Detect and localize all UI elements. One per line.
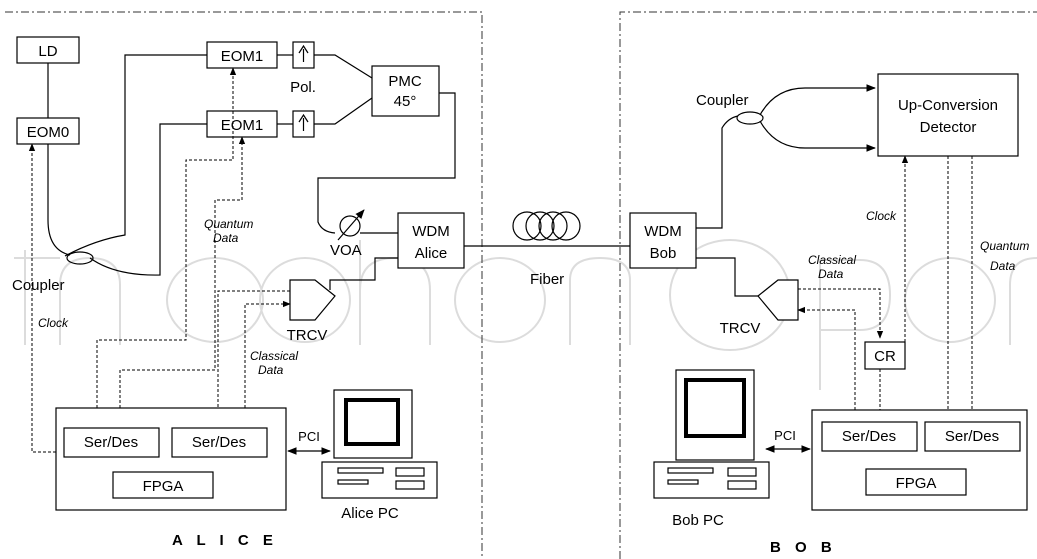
detector-line2: Detector [920,119,977,136]
bob-serdes-left-box [821,421,918,452]
wdm-bob-line2: Bob [650,245,677,262]
pmc-label: PMC [388,73,422,90]
trcv-to-serdes [214,290,290,429]
eom0-label: EOM0 [27,124,70,141]
coupler-icon [66,251,94,265]
alice-trcv-label: TRCV [287,327,328,344]
bob-serdes-left-label: Ser/Des [842,428,896,445]
bob-classical-data-1: Classical [808,253,856,267]
wdm-to-trcv-alice [329,257,398,290]
eom1-top-label: EOM1 [221,48,264,65]
ld-box [16,36,80,64]
computer-icon [321,389,438,499]
voa-arrow [337,209,365,241]
pmc-angle: 45° [394,93,417,110]
coupler-to-eom1-bottom [89,123,207,276]
bob-pc-label: Bob PC [672,512,724,529]
alice-coupler-label: Coupler [12,277,65,294]
cr-label: CR [874,348,896,365]
bob-trcv-to-cr [798,288,884,339]
cr-box [864,341,906,370]
pmc-to-voa [317,92,456,234]
bob-pci-label: PCI [774,428,796,443]
transceiver-icon [757,279,799,321]
computer-icon [653,369,770,499]
alice-serdes-left-label: Ser/Des [84,434,138,451]
bob-clock-label: Clock [866,209,897,223]
coupler-to-detector-bottom [759,120,876,152]
bob-quantum-data-2: Data [990,259,1016,273]
detector-line1: Up-Conversion [898,97,998,114]
quantum-data-line-top [96,67,237,408]
bob-fpga-box [865,468,967,496]
eom1-bottom-box [206,110,278,138]
polarizer-arrow-icon [298,113,309,131]
bob-serdes-to-trcv [797,306,856,410]
coupler-to-detector-top [759,84,876,116]
wdm-bob-to-coupler [696,115,739,229]
voa-label: VOA [330,242,362,259]
bob-coupler-label: Coupler [696,92,749,109]
bob-classical-data-2: Data [818,267,844,281]
alice-classical-data-1: Classical [250,349,298,363]
alice-serdes-right-label: Ser/Des [192,434,246,451]
bob-section-label: B O B [770,539,837,556]
eom0-to-coupler [47,144,71,256]
wdm-bob-box [629,212,697,269]
fiber-spool-icon [512,211,581,241]
wdm-alice-line2: Alice [415,245,448,262]
pol-bottom-to-pmc [314,97,373,125]
bob-quantum-data-1: Quantum [980,239,1029,253]
alice-serdes-right-box [171,427,268,458]
alice-boundary [5,11,483,559]
alice-classical-data-2: Data [258,363,284,377]
alice-fpga-label: FPGA [143,478,184,495]
polarizer-arrow-icon [298,44,309,62]
wdm-alice-box [397,212,465,269]
variable-attenuator-icon [339,215,361,237]
bob-boundary [619,11,1037,559]
bob-trcv-label: TRCV [720,320,761,337]
alice-pci-label: PCI [298,429,320,444]
bob-serdes-right-box [924,421,1021,452]
detector-box [877,73,1019,157]
wdm-bob-line1: WDM [644,223,682,240]
alice-section-label: A L I C E [172,532,278,549]
quantum-data-line-bottom [119,136,246,408]
ld-label: LD [38,43,57,60]
eom1-top-box [206,41,278,69]
alice-serdes-left-box [63,427,160,458]
pmc-box [371,65,440,117]
transceiver-icon [289,279,336,321]
alice-fpga-box [112,471,214,499]
alice-clock-line [28,143,56,453]
alice-clock-label: Clock [38,316,69,330]
coupler-icon [736,111,764,125]
pol-label: Pol. [290,79,316,96]
wdm-alice-line1: WDM [412,223,450,240]
alice-quantum-data-1: Quantum [204,217,253,231]
eom1-bottom-label: EOM1 [221,117,264,134]
fiber-label: Fiber [530,271,564,288]
coupler-to-eom1-top [64,54,207,257]
wdm-bob-to-trcv [696,257,758,297]
bob-fpga-label: FPGA [896,475,937,492]
bob-serdes-right-label: Ser/Des [945,428,999,445]
pol-top-to-pmc [314,54,373,79]
alice-pc-label: Alice PC [341,505,399,522]
alice-quantum-data-2: Data [213,231,239,245]
